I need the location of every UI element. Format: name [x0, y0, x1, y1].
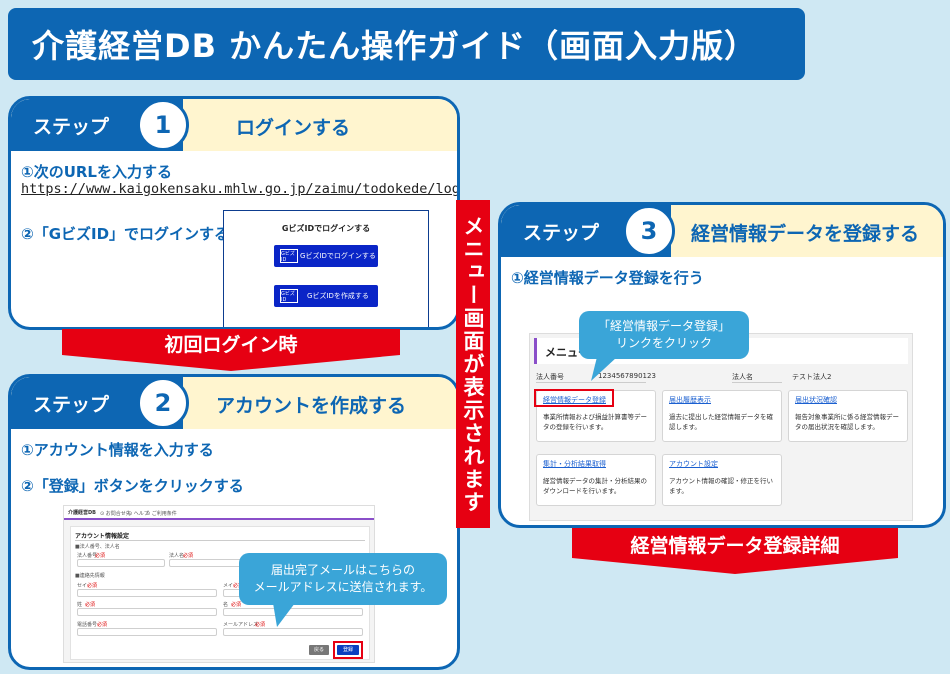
- register-link-callout: 「経営情報データ登録」 リンクをクリック: [579, 311, 749, 359]
- step1-number: 1: [137, 99, 189, 151]
- form-header-link-help[interactable]: ⊙ ヘルプ: [128, 511, 149, 517]
- phone-field[interactable]: [77, 628, 217, 636]
- gbiz-heading: GビズIDでログインする: [281, 224, 371, 233]
- step3-instruction: ①経営情報データ登録を行う: [511, 269, 704, 287]
- label-corp-name: 法人名: [169, 553, 185, 559]
- step2-instruction-register: ②「登録」ボタンをクリックする: [21, 477, 244, 495]
- corp-name-label: 法人名: [732, 373, 753, 381]
- menu-card-status[interactable]: 届出状況確認 報告対象事業所に係る経営情報データの届出状況を確認します。: [788, 390, 908, 442]
- first-login-banner: 初回ログイン時: [164, 333, 298, 356]
- corp-number-underline: [536, 382, 646, 383]
- gbiz-logo-icon: GビズID: [280, 289, 298, 303]
- corp-name-underline: [732, 382, 782, 383]
- page-title: 介護経営DB かんたん操作ガイド（画面入力版）: [8, 8, 805, 80]
- label-corp-number: 法人番号: [77, 553, 98, 559]
- label-phone: 電話番号: [77, 622, 98, 628]
- step1-title: ログインする: [236, 117, 351, 139]
- label-sei: セイ: [77, 583, 88, 589]
- menu-desc-history: 過去に提出した経営情報データを確認します。: [669, 413, 773, 431]
- menu-link-data-register[interactable]: 経営情報データ登録: [543, 396, 606, 404]
- email-field[interactable]: [223, 628, 363, 636]
- corp-number-value: 1234567890123: [598, 372, 656, 380]
- menu-link-history[interactable]: 届出履歴表示: [669, 396, 711, 404]
- data-register-highlight: [534, 389, 614, 407]
- menu-screenshot: メニュー 法人番号 1234567890123 法人名 テスト法人2 経営情報デ…: [529, 333, 913, 521]
- required-mark: 必須: [95, 553, 106, 559]
- menu-desc-account: アカウント情報の確認・修正を行います。: [669, 477, 773, 495]
- required-mark: 必須: [97, 622, 108, 628]
- step3-panel: ステップ 3 経営情報データを登録する ①経営情報データ登録を行う メニュー 法…: [498, 202, 946, 528]
- label-mei: メイ: [223, 583, 234, 589]
- email-callout: 届出完了メールはこちらの メールアドレスに送信されます。: [239, 553, 447, 605]
- email-callout-line1: 届出完了メールはこちらの: [270, 563, 415, 578]
- menu-desc-analysis: 経営情報データの集計・分析結果のダウンロードを行います。: [543, 477, 647, 495]
- form-header-link-contact[interactable]: ⊙ お問合せ先: [100, 511, 131, 517]
- required-mark: 必須: [85, 602, 96, 608]
- required-mark: 必須: [183, 553, 194, 559]
- register-link-callout-line2: リンクをクリック: [615, 336, 712, 350]
- required-mark: 必須: [231, 602, 242, 608]
- step3-title: 経営情報データを登録する: [691, 223, 920, 245]
- step1-panel: ステップ 1 ログインする ①次のURLを入力する https://www.ka…: [8, 96, 460, 330]
- gbiz-login-label: GビズIDでログインする: [300, 252, 376, 260]
- email-callout-pointer: [273, 603, 295, 627]
- menu-heading: メニュー: [545, 346, 589, 359]
- corp-name-value: テスト法人2: [792, 373, 832, 381]
- detail-arrow: [572, 528, 898, 574]
- form-section-title: アカウント情報設定: [75, 533, 130, 540]
- gbiz-login-box: GビズIDでログインする GビズID GビズIDでログインする GビズID Gビ…: [223, 210, 429, 327]
- sei-field[interactable]: [77, 589, 217, 597]
- menu-link-analysis[interactable]: 集計・分析結果取得: [543, 460, 606, 468]
- menu-link-account[interactable]: アカウント設定: [669, 460, 718, 468]
- menu-card-history[interactable]: 届出履歴表示 過去に提出した経営情報データを確認します。: [662, 390, 782, 442]
- mei-kanji-field[interactable]: [223, 608, 363, 616]
- gbiz-create-label: GビズIDを作成する: [307, 292, 369, 300]
- first-login-arrow: [62, 329, 400, 371]
- menu-card-analysis[interactable]: 集計・分析結果取得 経営情報データの集計・分析結果のダウンロードを行います。: [536, 454, 656, 506]
- label-email: メールアドレス: [223, 622, 259, 628]
- register-link-callout-line1: 「経営情報データ登録」: [597, 319, 730, 334]
- step1-instruction-url: ①次のURLを入力する: [21, 163, 172, 181]
- vertical-arrow: [456, 200, 490, 528]
- menu-card-account[interactable]: アカウント設定 アカウント情報の確認・修正を行います。: [662, 454, 782, 506]
- step2-title: アカウントを作成する: [216, 395, 407, 417]
- required-mark: 必須: [87, 583, 98, 589]
- menu-displayed-banner: メニュー画面が表示されます: [461, 214, 485, 514]
- register-button[interactable]: 登録: [337, 645, 359, 655]
- sei-kanji-field[interactable]: [77, 608, 217, 616]
- registration-detail-banner: 経営情報データ登録詳細: [630, 534, 840, 557]
- form-divider: [75, 540, 365, 541]
- menu-card-data-register[interactable]: 経営情報データ登録 事業所情報および損益計算書等データの登録を行います。: [536, 390, 656, 442]
- form-header-link-terms[interactable]: ⊙ ご利用条件: [146, 511, 177, 517]
- step2-instruction-input: ①アカウント情報を入力する: [21, 441, 214, 459]
- label-sei-kanji: 姓: [77, 602, 83, 608]
- gbiz-create-button[interactable]: GビズID GビズIDを作成する: [274, 285, 378, 307]
- required-mark: 必須: [233, 583, 244, 589]
- register-link-callout-pointer: [591, 357, 617, 381]
- step1-instruction-gbiz: ②「GビズID」でログインする: [21, 225, 230, 243]
- menu-desc-status: 報告対象事業所に係る経営情報データの届出状況を確認します。: [795, 413, 899, 431]
- step2-number: 2: [137, 377, 189, 429]
- label-mei-kanji: 名: [223, 602, 229, 608]
- corp-number-field[interactable]: [77, 559, 165, 567]
- gbiz-login-button[interactable]: GビズID GビズIDでログインする: [274, 245, 378, 267]
- step2-panel: ステップ 2 アカウントを作成する ①アカウント情報を入力する ②「登録」ボタン…: [8, 374, 460, 670]
- form-group-corp: ■法人番号、法人名: [75, 544, 120, 550]
- menu-link-status[interactable]: 届出状況確認: [795, 396, 837, 404]
- gbiz-logo-icon: GビズID: [280, 249, 298, 263]
- corp-number-label: 法人番号: [536, 373, 564, 381]
- register-button-highlight: [333, 641, 363, 659]
- required-mark: 必須: [255, 622, 266, 628]
- menu-desc-data-register: 事業所情報および損益計算書等データの登録を行います。: [543, 413, 647, 431]
- back-button[interactable]: 戻る: [309, 645, 329, 655]
- form-header-logo: 介護経営DB: [68, 510, 96, 516]
- login-url-link[interactable]: https://www.kaigokensaku.mhlw.go.jp/zaim…: [21, 181, 460, 197]
- step3-number: 3: [623, 205, 675, 257]
- form-group-contact: ■連絡先情報: [75, 573, 105, 579]
- email-callout-line2: メールアドレスに送信されます。: [253, 580, 433, 594]
- form-header: 介護経営DB ⊙ お問合せ先 ⊙ ヘルプ ⊙ ご利用条件: [64, 506, 374, 520]
